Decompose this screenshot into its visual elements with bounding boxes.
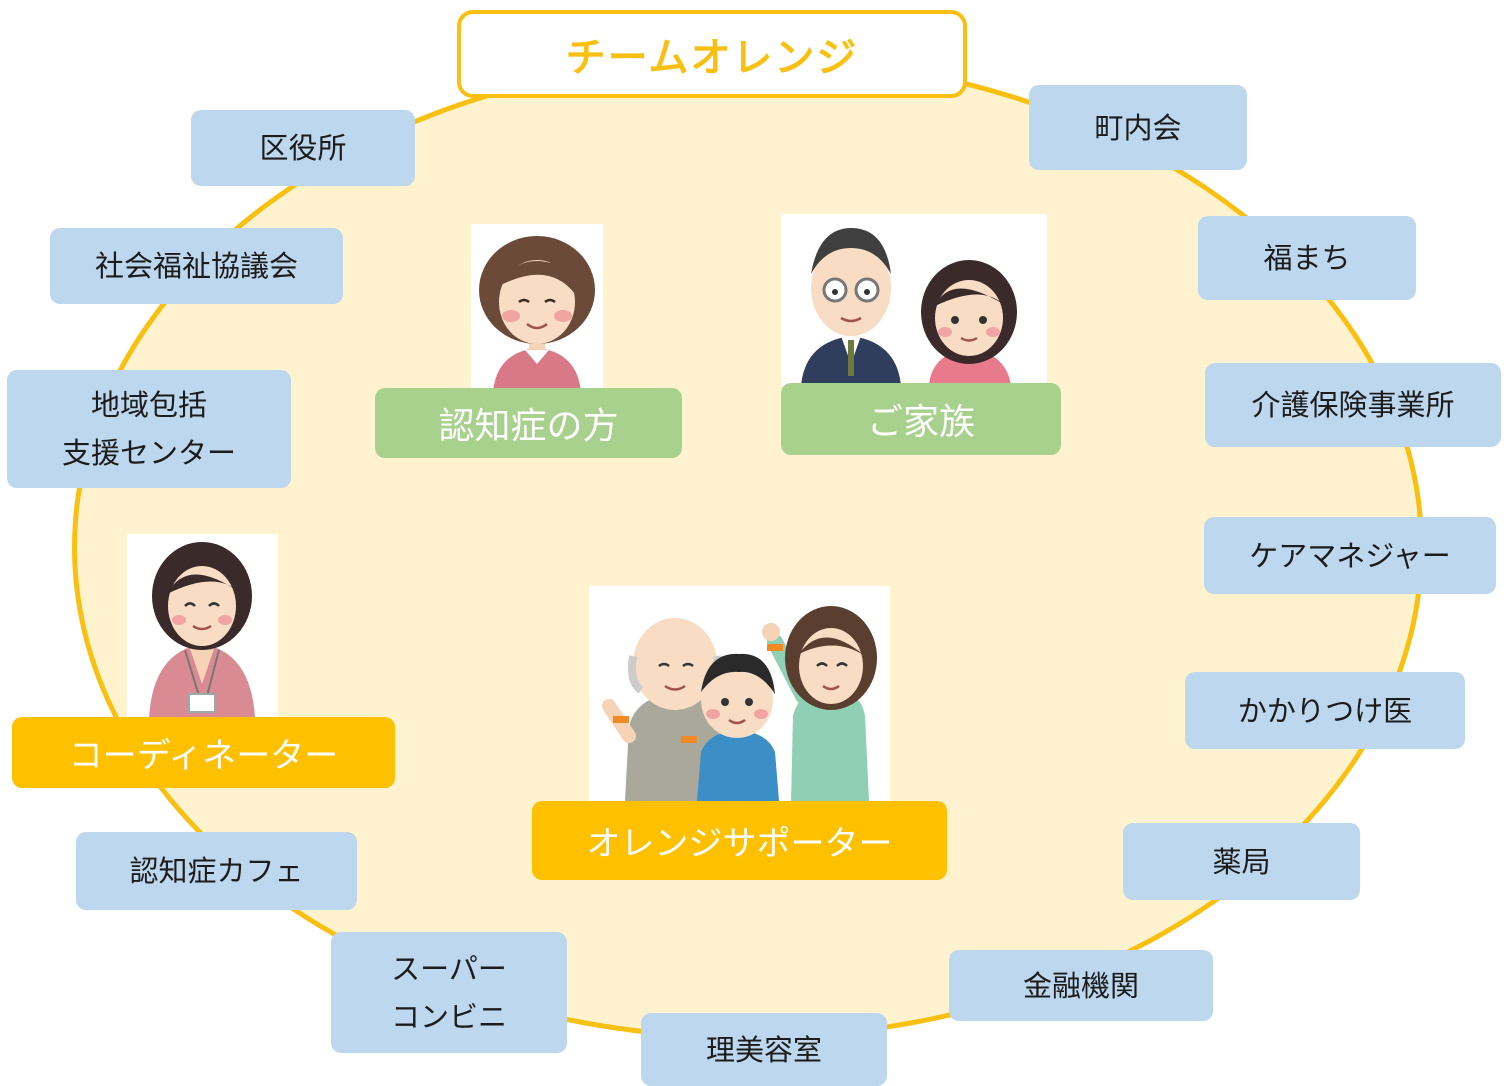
org-supermarket-convenience: スーパー コンビニ: [331, 932, 567, 1053]
coordinator-illustration: [127, 534, 278, 718]
org-financial-institution: 金融機関: [949, 950, 1213, 1021]
org-fuku-machi: 福まち: [1198, 216, 1416, 300]
org-community-support-center-line2: 支援センター: [61, 436, 236, 470]
orange-supporters-illustration: [589, 586, 890, 801]
family-illustration: [781, 214, 1047, 386]
org-supermarket-line2: コンビニ: [390, 999, 507, 1034]
org-dementia-cafe: 認知症カフェ: [76, 832, 357, 910]
org-neighborhood-association: 町内会: [1029, 85, 1247, 170]
org-community-support-center: 地域包括 支援センター: [7, 370, 291, 488]
diagram-title: チームオレンジ: [457, 10, 967, 98]
org-community-support-center-line1: 地域包括: [90, 388, 207, 422]
orange-supporters-label: オレンジサポーター: [532, 801, 947, 880]
person-with-dementia-label: 認知症の方: [375, 388, 682, 458]
family-label: ご家族: [781, 383, 1061, 455]
org-care-manager: ケアマネジャー: [1204, 517, 1496, 594]
org-ward-office: 区役所: [191, 110, 415, 186]
org-care-insurance-office: 介護保険事業所: [1205, 363, 1501, 447]
org-social-welfare-council: 社会福祉協議会: [50, 228, 343, 304]
person-with-dementia-illustration: [471, 224, 603, 392]
coordinator-label: コーディネーター: [12, 717, 395, 788]
org-barber-beauty-salon: 理美容室: [641, 1013, 887, 1086]
org-pharmacy: 薬局: [1123, 823, 1360, 900]
org-supermarket-line1: スーパー: [391, 951, 507, 986]
org-family-doctor: かかりつけ医: [1185, 672, 1465, 749]
